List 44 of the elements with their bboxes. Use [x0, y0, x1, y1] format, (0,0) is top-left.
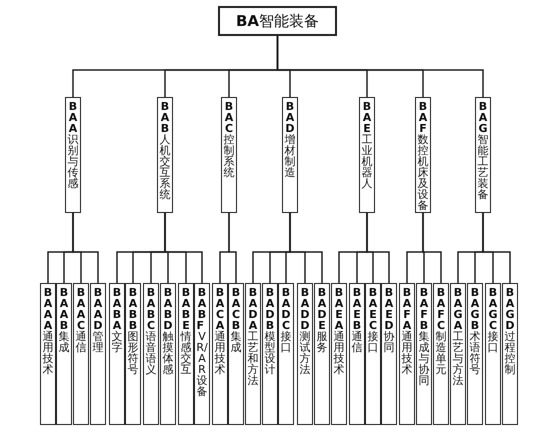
subcategory-box: BAAA通用技术	[40, 283, 56, 425]
subcategory-box: BACA通用技术	[212, 283, 228, 425]
subcategory-box: BADA工艺和方法	[245, 283, 261, 425]
subcategory-box: BAGD过程控制	[502, 283, 518, 425]
subcategory-box: BAAD管理	[90, 283, 106, 425]
subcategory-box: BABB图形符号	[125, 283, 141, 425]
subcategory-box: BACB集成	[228, 283, 244, 425]
subcategory-box: BADC接口	[278, 283, 294, 425]
connector-line	[366, 213, 390, 283]
subcategory-box: BAFA通用技术	[399, 283, 415, 425]
category-box: BAE工业机器人	[359, 97, 375, 213]
connector-line	[164, 213, 203, 283]
connector-line	[72, 213, 99, 283]
connector-line	[289, 213, 323, 283]
connector-line	[422, 213, 442, 283]
subcategory-box: BAEC接口	[365, 283, 381, 425]
subcategory-box: BAEA通用技术	[331, 283, 347, 425]
subcategory-box: BABE情感交互	[178, 283, 194, 425]
category-box: BAG智能工艺装备	[475, 97, 491, 213]
root-box: BA智能装备	[218, 6, 337, 36]
subcategory-box: BAAC通信	[73, 283, 89, 425]
subcategory-box: BABD触摸体感	[160, 283, 176, 425]
subcategory-box: BAAB集成	[56, 283, 72, 425]
subcategory-box: BADD测试方法	[297, 283, 313, 425]
subcategory-box: BAEB通信	[349, 283, 365, 425]
connector-line	[276, 36, 484, 97]
subcategory-box: BADB模型设计	[262, 283, 278, 425]
subcategory-box: BAFB集成与协同	[416, 283, 432, 425]
subcategory-box: BADE服务	[314, 283, 330, 425]
category-box: BAC控制系统	[221, 97, 237, 213]
connector-line	[482, 213, 511, 283]
category-box: BAF数控机床及设备	[415, 97, 431, 213]
category-box: BAD增材制造	[282, 97, 298, 213]
connector-line	[228, 213, 237, 283]
subcategory-box: BABF VR/AR设备	[194, 283, 210, 425]
category-box: BAB人机交互系统	[157, 97, 173, 213]
subcategory-box: BAED协同	[381, 283, 397, 425]
subcategory-box: BABC语音语义	[143, 283, 159, 425]
subcategory-box: BABA文字	[109, 283, 125, 425]
category-box: BAA识别与传感	[65, 97, 81, 213]
subcategory-box: BAGA工艺与方法	[450, 283, 466, 425]
subcategory-box: BAGB术语符号	[467, 283, 483, 425]
subcategory-box: BAFC制造单元	[433, 283, 449, 425]
subcategory-box: BAGC接口	[485, 283, 501, 425]
